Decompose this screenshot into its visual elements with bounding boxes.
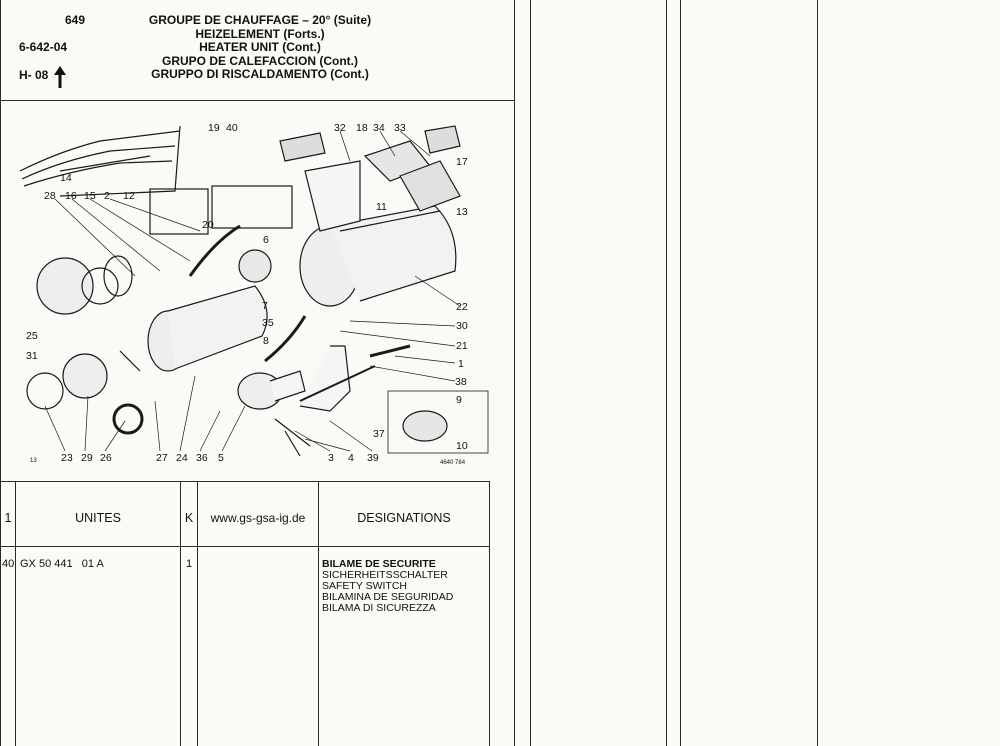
header-website: www.gs-gsa-ig.de [210,511,306,525]
header-designations: DESIGNATIONS [357,511,451,525]
title-es: GRUPO DE CALEFACCION (Cont.) [162,53,358,68]
callout-39: 39 [367,452,379,464]
drawing-ref: 4640 784 [440,460,466,466]
group-code: H- 08 [19,68,49,82]
callout-26: 26 [100,452,112,464]
reference-number: 6-642-04 [19,40,68,54]
row-part-number: GX 50 441 01 A [20,558,104,570]
table-col-line-3 [197,481,198,746]
header-k: K [184,511,194,525]
callout-24: 24 [176,452,188,464]
table-col-line-4 [318,481,319,746]
callout-31: 31 [26,350,38,362]
callout-4: 4 [348,452,354,464]
callout-13: 13 [456,206,468,218]
callout-25: 25 [26,330,38,342]
callout-8: 8 [263,335,269,347]
table-top-border [0,481,489,482]
callout-21: 21 [456,340,468,352]
callout-19: 19 [208,122,220,134]
callout-1: 1 [458,358,464,370]
callout-38: 38 [455,376,467,388]
table-col-line-5 [489,481,490,746]
callout-28: 28 [44,190,56,202]
callout-12: 12 [123,190,135,202]
row-item-number: 40 [2,558,15,570]
header-units: UNITES [75,511,121,525]
column-divider-1 [530,0,531,746]
designation-en: SAFETY SWITCH [322,580,407,592]
title-en: HEATER UNIT (Cont.) [199,40,321,54]
callout-30: 30 [456,320,468,332]
table-col-line-2 [180,481,181,746]
table-header-border [0,546,489,547]
column-divider-3 [680,0,681,746]
callout-35: 35 [262,317,274,329]
callout-32: 32 [334,122,346,134]
callout-23: 23 [61,452,73,464]
corner-mark: 13 [30,458,37,464]
table-col-line-1 [15,481,16,746]
header-divider [0,100,515,101]
header-titles: GROUPE DE CHAUFFAGE – 20° (Suite) HEIZEL… [110,13,410,82]
designation-es: BILAMINA DE SEGURIDAD [322,591,454,603]
row-designations: BILAME DE SECURITE SICHERHEITSSCHALTER S… [322,559,453,614]
callout-14: 14 [60,172,72,184]
title-it: GRUPPO DI RISCALDAMENTO (Cont.) [151,67,369,81]
header-item: 1 [4,511,12,525]
left-page-border [0,0,1,746]
left-page-right-border [514,0,515,746]
designation-it: BILAMA DI SICUREZZA [322,602,436,614]
callout-34: 34 [373,122,385,134]
column-divider-2 [666,0,667,746]
callout-7: 7 [262,300,268,312]
callout-16: 16 [65,190,77,202]
callout-2: 2 [104,190,110,202]
callout-9: 9 [456,394,462,406]
callout-36: 36 [196,452,208,464]
callout-22: 22 [456,301,468,313]
callout-6: 6 [263,234,269,246]
callout-3: 3 [328,452,334,464]
page-number: 649 [65,13,86,27]
up-arrow-icon [54,66,66,93]
callout-20: 20 [202,219,214,231]
callout-18: 18 [356,122,368,134]
title-fr: GROUPE DE CHAUFFAGE – 20° (Suite) [148,13,372,27]
callout-17: 17 [456,156,468,168]
column-divider-4 [817,0,818,746]
callout-5: 5 [218,452,224,464]
row-quantity: 1 [186,558,193,570]
callout-33: 33 [394,122,406,134]
callout-37: 37 [373,428,385,440]
callout-15: 15 [84,190,96,202]
callout-10: 10 [456,440,468,452]
title-de: HEIZELEMENT (Forts.) [195,26,325,41]
callout-27: 27 [156,452,168,464]
callout-11: 11 [376,201,387,213]
callout-40: 40 [226,122,238,134]
callout-29: 29 [81,452,93,464]
designation-fr: BILAME DE SECURITE [322,558,436,570]
designation-de: SICHERHEITSSCHALTER [322,569,448,581]
